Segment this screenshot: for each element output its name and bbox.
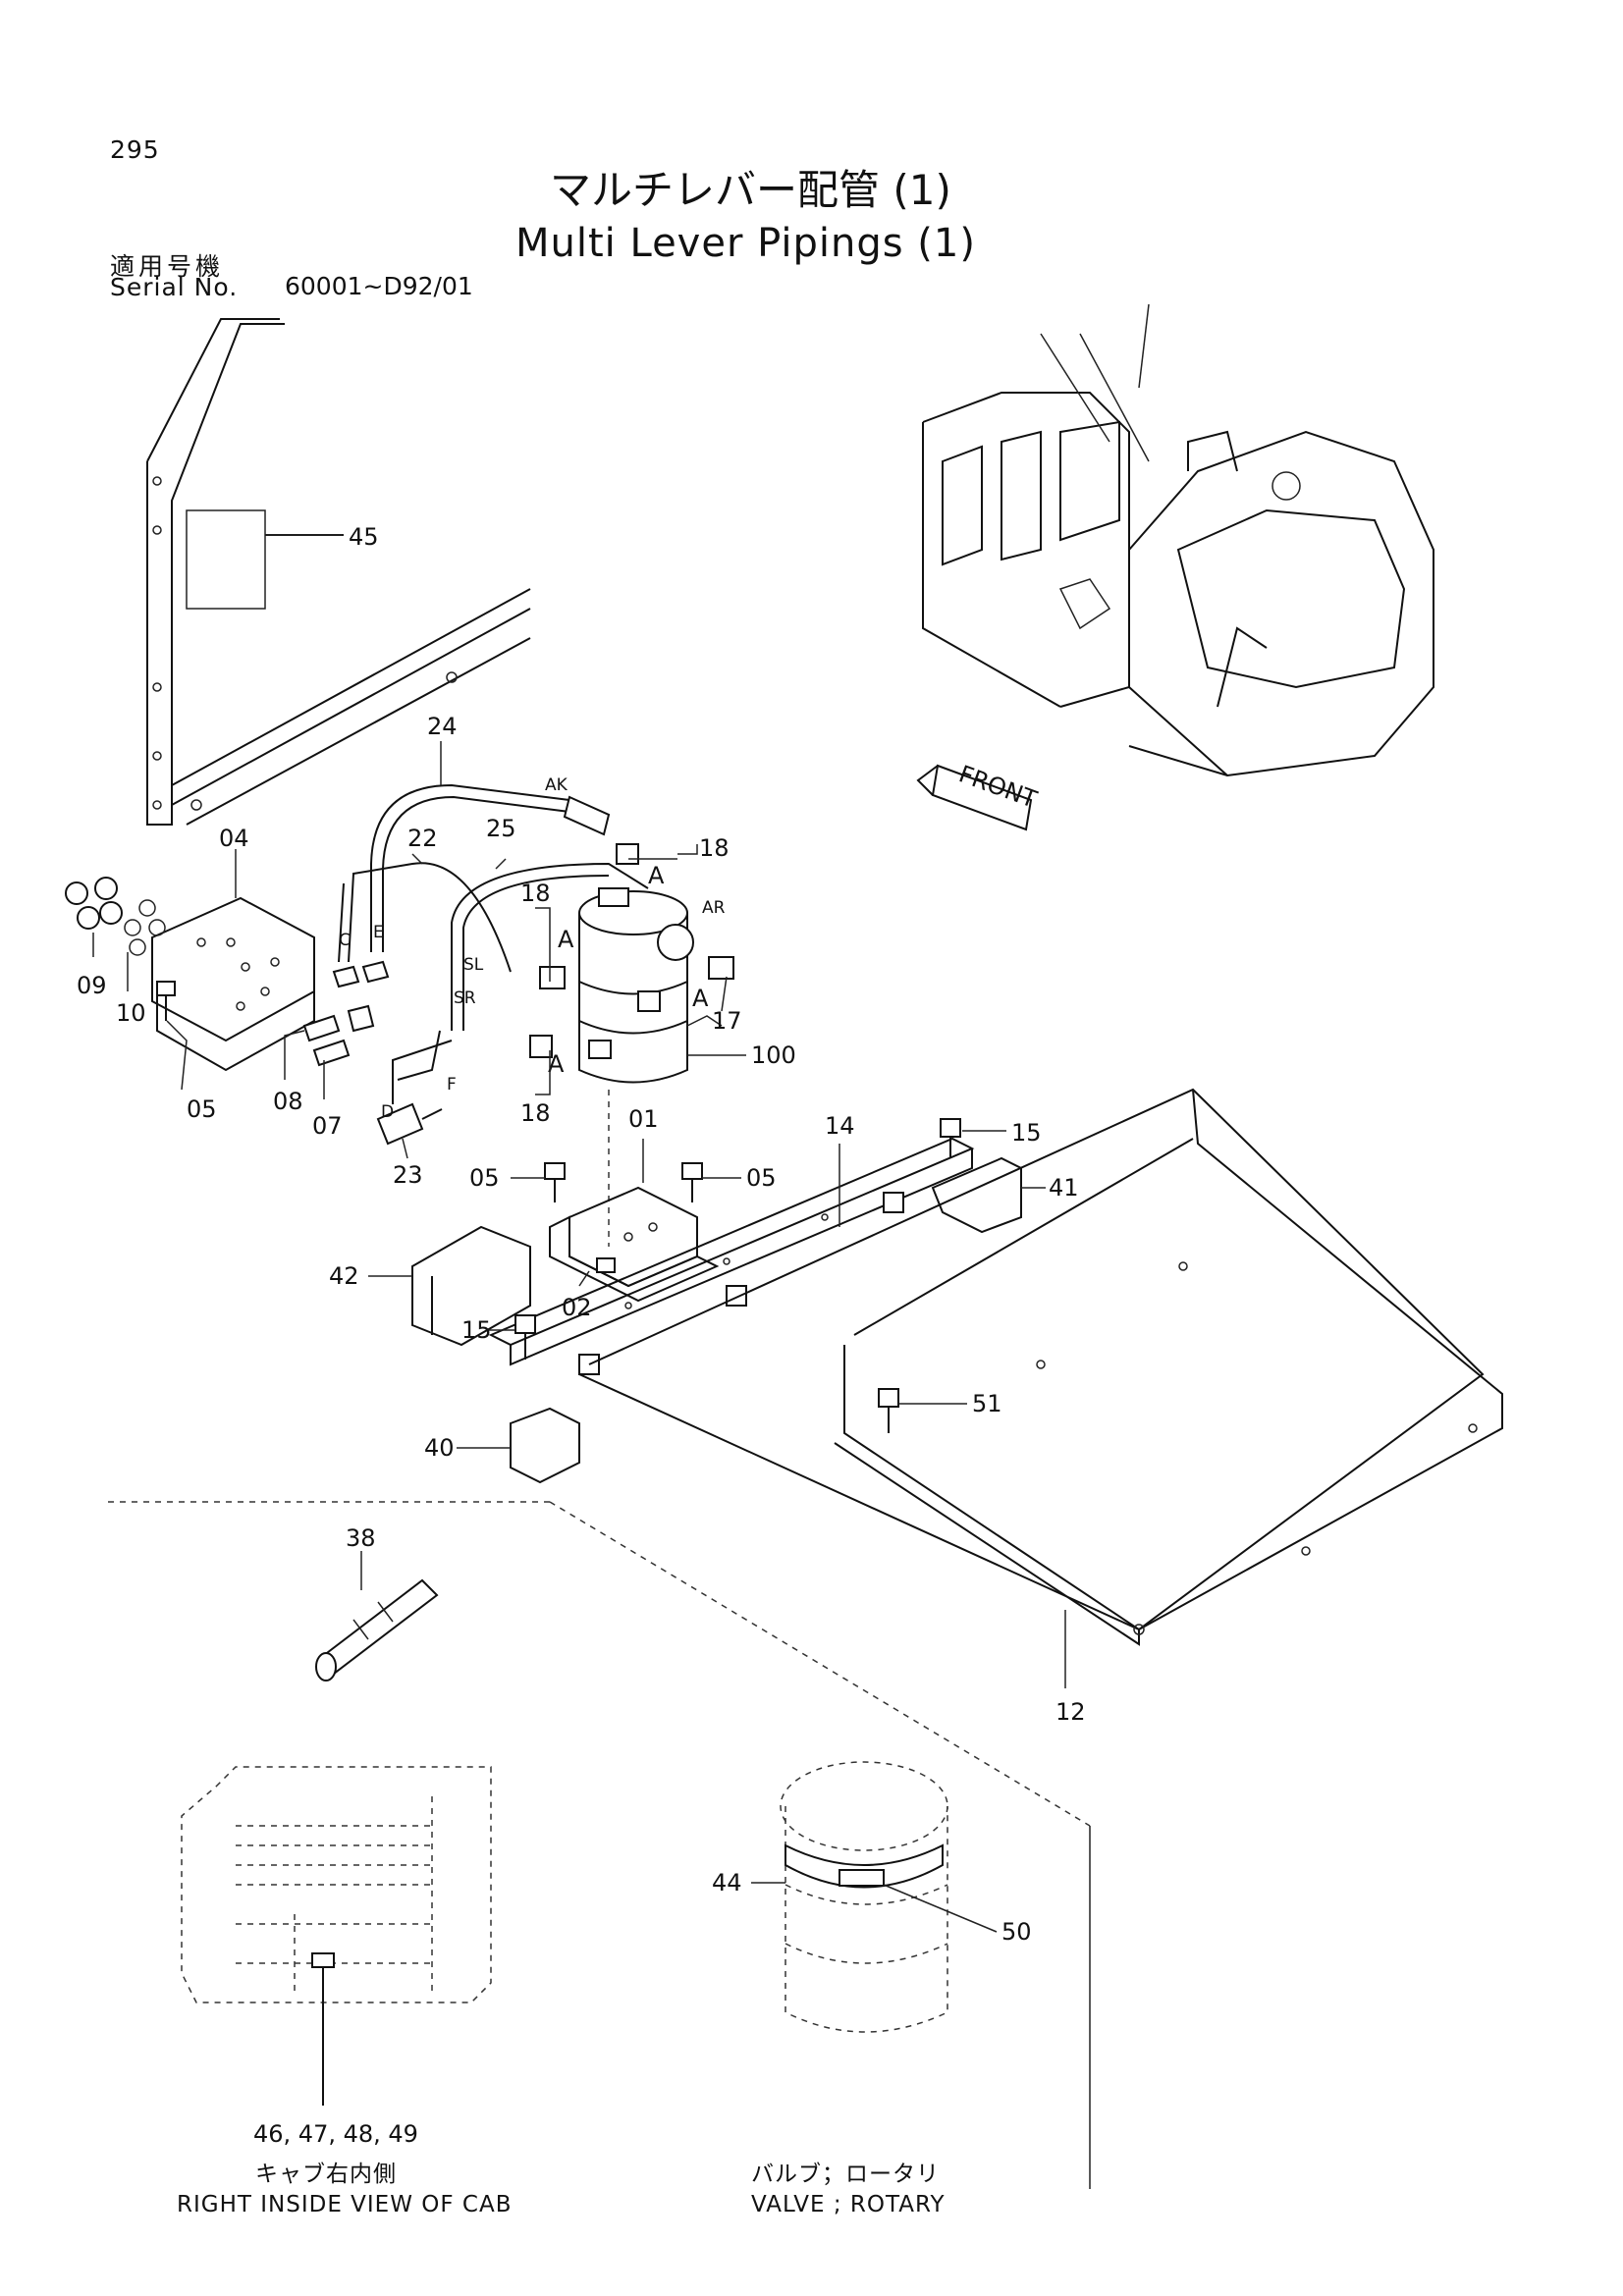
fitting-17	[708, 956, 734, 980]
part-label-44: 44	[712, 1869, 742, 1896]
part-label-50: 50	[1001, 1918, 1032, 1946]
part-label-02: 02	[562, 1294, 592, 1321]
part-label-18-top: 18	[699, 834, 730, 862]
port-sl: SL	[463, 955, 484, 975]
cab-inside-view	[181, 1766, 492, 2106]
part-label-08: 08	[273, 1088, 303, 1115]
decal-50	[839, 1869, 885, 1887]
rotary-valve-100	[578, 887, 694, 1247]
serial-number-range: 60001~D92/01	[285, 272, 473, 300]
front-arrow: FRONT	[916, 760, 1041, 831]
part-label-46-49: 46, 47, 48, 49	[253, 2120, 418, 2148]
front-arrow-label: FRONT	[955, 760, 1041, 813]
part-label-14: 14	[825, 1112, 855, 1140]
part-label-41: 41	[1049, 1174, 1079, 1201]
caption-cab-en: RIGHT INSIDE VIEW OF CAB	[177, 2192, 513, 2217]
serial-label-english: Serial No.	[110, 273, 239, 301]
bracket-42	[411, 1225, 531, 1347]
port-f: F	[447, 1075, 457, 1095]
bracket-41	[931, 1156, 1022, 1234]
port-d: D	[381, 1102, 394, 1122]
port-a-right: A	[692, 985, 709, 1012]
caption-valve-en: VALVE ; ROTARY	[751, 2192, 946, 2217]
part-label-18-bottom: 18	[520, 1099, 551, 1127]
bolt-51	[878, 1388, 899, 1433]
hoses	[338, 783, 649, 1081]
part-label-12: 12	[1055, 1698, 1086, 1726]
part-label-18-left: 18	[520, 880, 551, 907]
decal-44	[784, 1843, 944, 1889]
part-label-42: 42	[329, 1262, 359, 1290]
port-a-bottom: A	[548, 1050, 565, 1078]
title-japanese: マルチレバー配管 (1)	[550, 166, 951, 214]
part-label-07: 07	[312, 1112, 343, 1140]
page-number: 295	[110, 135, 160, 164]
decal-46-49	[311, 1952, 335, 1968]
fitting-18-top	[616, 843, 639, 865]
pin-38	[315, 1578, 439, 1682]
part-label-24: 24	[427, 713, 458, 740]
leader-lines	[92, 534, 1066, 1933]
part-label-100: 100	[751, 1041, 796, 1069]
rotary-valve-detail	[780, 1761, 948, 2033]
bolt-05-left	[156, 981, 176, 1021]
part-label-15-top: 15	[1011, 1119, 1042, 1147]
section-divider-diagonal	[549, 1501, 1091, 1827]
fitting-18-bottom	[529, 1035, 553, 1058]
part-label-10: 10	[116, 999, 146, 1027]
nuts-09	[65, 877, 123, 930]
part-label-01: 01	[628, 1105, 659, 1133]
port-ak: AK	[545, 775, 568, 795]
bolt-15-top	[940, 1118, 961, 1158]
port-e: E	[373, 923, 384, 942]
port-ar: AR	[702, 898, 726, 918]
part-label-45: 45	[349, 523, 379, 551]
part-label-23: 23	[393, 1161, 423, 1189]
part-label-25: 25	[486, 815, 516, 842]
block-04	[151, 896, 315, 1072]
part-label-05-right: 05	[746, 1164, 777, 1192]
bracket-40	[510, 1407, 580, 1484]
fittings-08-07	[302, 960, 390, 1067]
bolt-05-center-right	[681, 1162, 703, 1202]
port-a-top: A	[648, 862, 665, 889]
bolt-05-center-left	[544, 1162, 566, 1202]
floor-plate-12	[578, 1088, 1503, 1646]
port-a-left: A	[558, 926, 574, 953]
part-label-17: 17	[712, 1007, 742, 1035]
serial-label-japanese: 適用号機	[110, 252, 225, 281]
bracket-01	[549, 1186, 720, 1303]
part-label-38: 38	[346, 1524, 376, 1552]
washers-10	[124, 899, 166, 956]
rail-14	[488, 1137, 975, 1375]
cab-frame-panel	[146, 318, 531, 826]
port-sr: SR	[454, 988, 476, 1008]
port-c: C	[339, 931, 351, 950]
part-label-40: 40	[424, 1434, 455, 1462]
bolt-15-bottom	[514, 1314, 536, 1360]
caption-valve-jp: バルブ；ロータリ	[751, 2162, 940, 2187]
part-label-05-center: 05	[469, 1164, 500, 1192]
part-label-09: 09	[77, 972, 107, 999]
bolt-02	[596, 1257, 616, 1273]
part-label-22: 22	[407, 825, 438, 852]
title-english: Multi Lever Pipings (1)	[515, 221, 976, 266]
tee-23	[376, 1040, 453, 1146]
caption-cab-jp: キャブ右内側	[255, 2162, 397, 2187]
fitting-18-left	[539, 966, 566, 989]
part-label-04: 04	[219, 825, 249, 852]
part-label-51: 51	[972, 1390, 1002, 1417]
part-label-05-left: 05	[187, 1095, 217, 1123]
part-label-15-bottom: 15	[461, 1316, 492, 1344]
excavator-overview	[922, 303, 1434, 777]
